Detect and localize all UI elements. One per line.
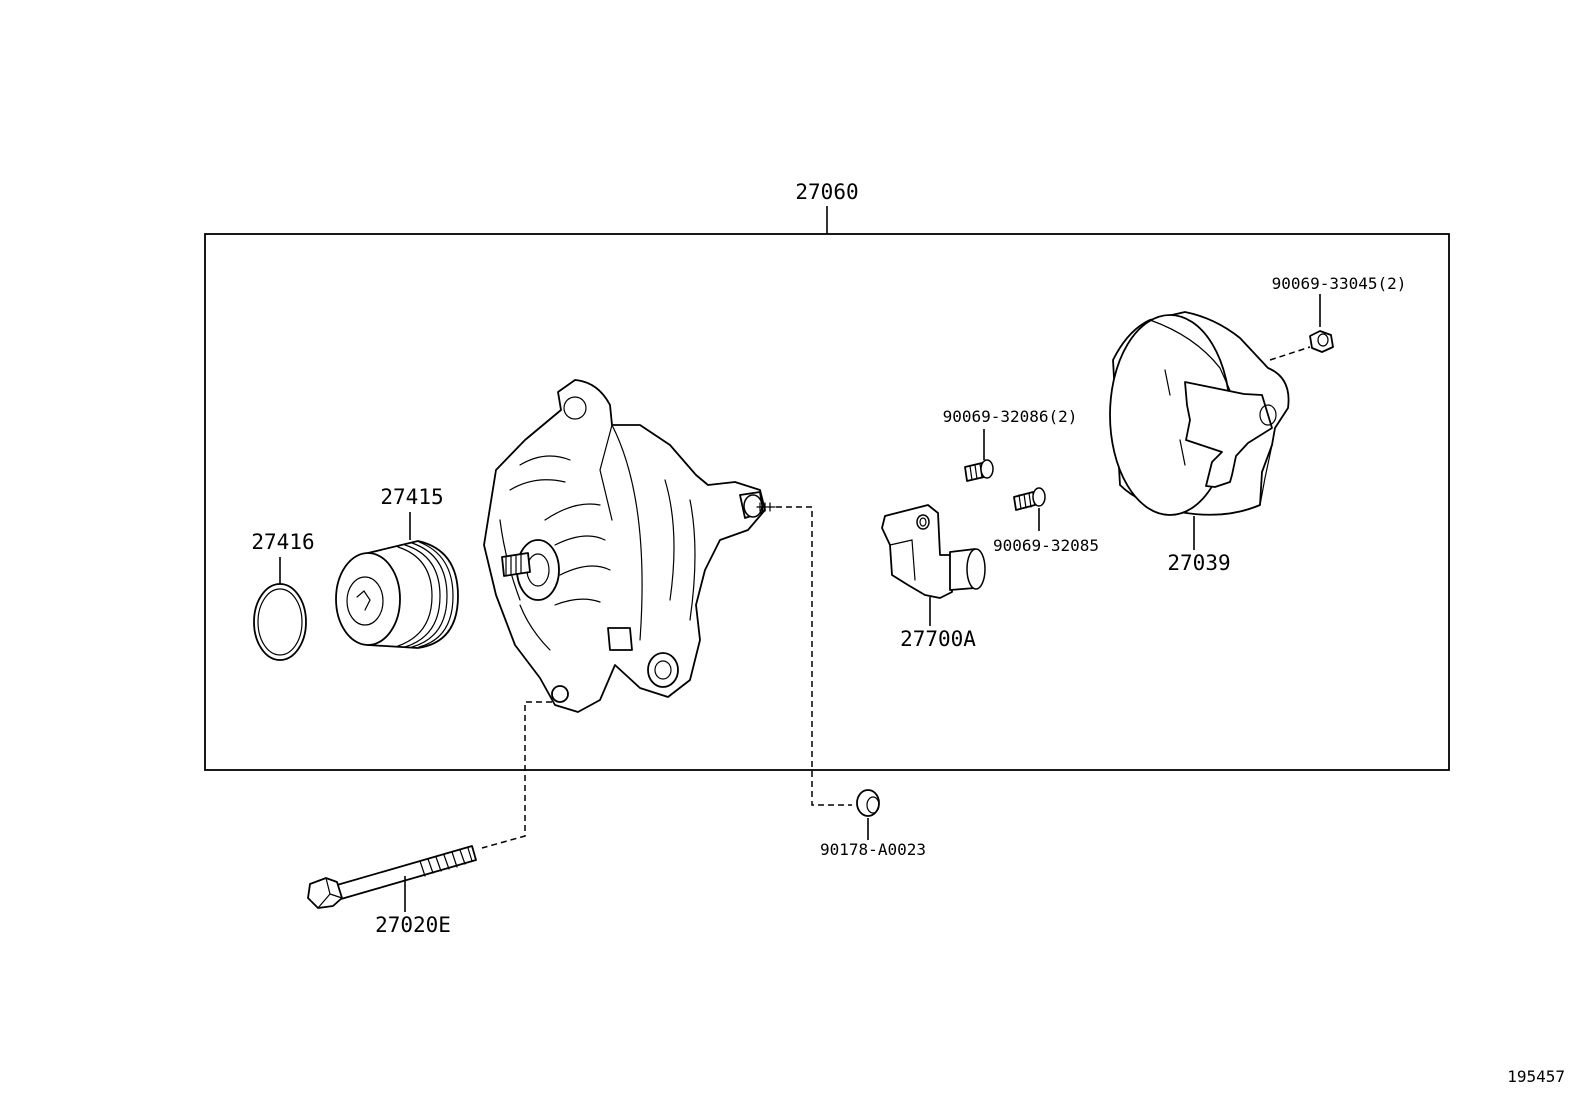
terminal-nut-part[interactable] [856, 789, 880, 817]
label-90069-33045[interactable]: 90069-33045(2) [1272, 274, 1407, 293]
label-27039[interactable]: 27039 [1167, 551, 1230, 575]
label-27700A[interactable]: 27700A [900, 627, 976, 651]
label-90069-32086[interactable]: 90069-32086(2) [943, 407, 1078, 426]
label-27020E[interactable]: 27020E [375, 913, 451, 937]
regulator-part[interactable] [881, 504, 986, 599]
label-90178-A0023[interactable]: 90178-A0023 [820, 840, 926, 859]
terminal-dash [776, 506, 852, 806]
figure-id: 195457 [1507, 1067, 1565, 1086]
ring-part[interactable] [253, 583, 307, 661]
bolt-dash [481, 701, 552, 849]
rear-cover-part[interactable] [1109, 311, 1290, 516]
label-27415[interactable]: 27415 [380, 485, 443, 509]
screw-b-part[interactable] [1013, 487, 1046, 511]
label-27060[interactable]: 27060 [795, 180, 858, 204]
label-27416[interactable]: 27416 [251, 530, 314, 554]
pulley-part[interactable] [335, 540, 459, 649]
screw-a-part[interactable] [964, 459, 994, 482]
cover-nut-dash [1269, 346, 1311, 361]
label-90069-32085[interactable]: 90069-32085 [993, 536, 1099, 555]
long-bolt-part[interactable] [307, 845, 477, 909]
cover-nut-part[interactable] [1309, 330, 1334, 353]
alternator-body[interactable] [483, 379, 776, 713]
